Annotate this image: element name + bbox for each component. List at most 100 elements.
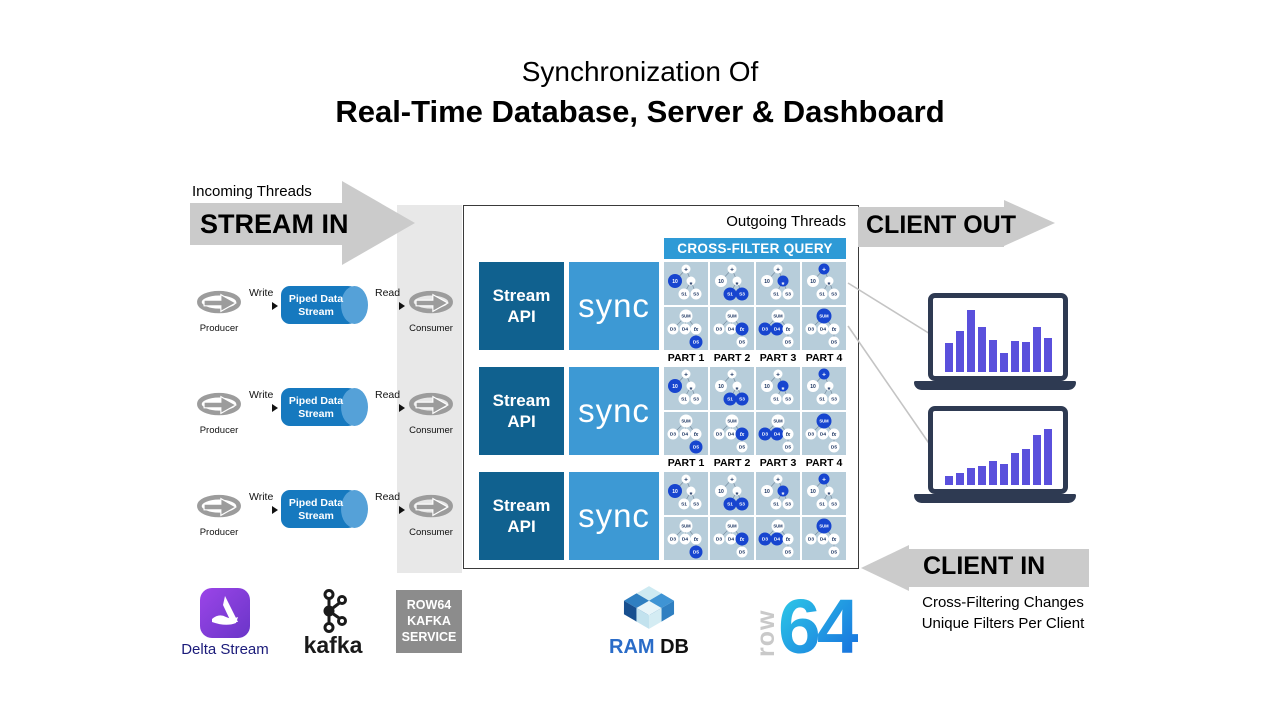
svg-text:+: + [822,476,826,483]
stream-in-arrow-head-icon [342,181,415,265]
producer-label: Producer [199,425,239,436]
svg-text:D3: D3 [808,432,814,438]
client-out-label: CLIENT OUT [866,211,1016,239]
client-in-notes: Cross-Filtering Changes Unique Filters P… [883,592,1123,634]
svg-text:D5: D5 [693,445,699,451]
chart-bar [1010,453,1019,485]
producer-loop-icon: Producer [193,289,245,334]
svg-text:S3: S3 [785,397,791,403]
svg-text:*: * [782,280,785,289]
svg-text:D4: D4 [728,327,734,333]
chart-bar [944,343,953,372]
svg-text:SUM: SUM [681,314,691,319]
kafka-logo-label: kafka [303,632,363,658]
svg-text:fx: fx [740,327,746,333]
svg-text:fx: fx [694,432,700,438]
svg-text:S1: S1 [819,502,825,508]
stream-in-arrow-body [190,203,342,245]
svg-text:10: 10 [810,279,816,285]
svg-text:fx: fx [832,537,838,543]
svg-text:S1: S1 [681,292,687,298]
svg-text:10: 10 [718,279,724,285]
svg-text:D4: D4 [728,537,734,543]
chart-bar [999,353,1008,372]
svg-text:D3: D3 [670,432,676,438]
read-label: Read [375,287,401,299]
page-title: Synchronization Of Real-Time Database, S… [0,56,1280,130]
svg-text:D3: D3 [808,327,814,333]
svg-text:+: + [776,476,780,483]
svg-text:*: * [828,490,831,499]
svg-text:D4: D4 [774,432,780,438]
producer-loop-icon: Producer [193,391,245,436]
svg-text:fx: fx [786,537,792,543]
svg-text:S1: S1 [773,502,779,508]
read-arrow-icon [399,506,405,514]
chart-bar [977,466,986,485]
client-in-arrow-body [909,549,1089,587]
svg-text:*: * [736,385,739,394]
svg-text:S3: S3 [693,292,699,298]
row64-service-line3: SERVICE [401,630,457,644]
svg-text:S3: S3 [785,292,791,298]
svg-text:S3: S3 [831,292,837,298]
sync-block: sync [569,367,659,455]
producer-label: Producer [199,323,239,334]
part-label: PART 4 [805,352,843,364]
read-arrow-icon [399,404,405,412]
chart-bar [966,310,975,372]
row64-row-text: row [752,610,780,657]
svg-text:D4: D4 [728,432,734,438]
ramdb-db-text: DB [660,636,689,658]
cylinder-cap [341,490,368,528]
write-label: Write [249,389,274,401]
svg-text:SUM: SUM [773,524,783,529]
delta-stream-logo-icon [200,588,250,638]
svg-text:fx: fx [694,537,700,543]
svg-text:SUM: SUM [819,314,829,319]
laptop-base-1 [914,381,1076,390]
svg-text:*: * [782,490,785,499]
cross-filter-query-header: CROSS-FILTER QUERY [664,238,846,259]
svg-text:D5: D5 [693,340,699,346]
part-label: PART 1 [667,352,705,364]
producer-label: Producer [199,527,239,538]
laptop-base-2 [914,494,1076,503]
client-out-arrow-body [858,207,1004,247]
svg-text:SUM: SUM [773,314,783,319]
svg-text:S3: S3 [693,397,699,403]
row64-num-text: 64 [778,584,858,661]
svg-text:+: + [730,266,734,273]
svg-text:+: + [730,476,734,483]
svg-text:S3: S3 [693,502,699,508]
svg-text:S1: S1 [727,292,733,298]
svg-text:fx: fx [832,432,838,438]
svg-text:+: + [684,476,688,483]
chart-bar [955,331,964,372]
svg-text:fx: fx [740,537,746,543]
svg-text:D4: D4 [682,537,688,543]
chart-bar [1032,327,1041,372]
svg-text:D4: D4 [820,327,826,333]
client-in-label: CLIENT IN [923,552,1046,580]
svg-text:S3: S3 [739,292,745,298]
stream-in-arrow: STREAM IN [190,181,420,266]
svg-text:S1: S1 [727,397,733,403]
stream-in-label: STREAM IN [200,209,349,239]
svg-text:*: * [690,385,693,394]
producer-loop-icon: Producer [193,493,245,538]
part-label: PART 3 [759,352,797,364]
write-arrow-icon [272,506,278,514]
